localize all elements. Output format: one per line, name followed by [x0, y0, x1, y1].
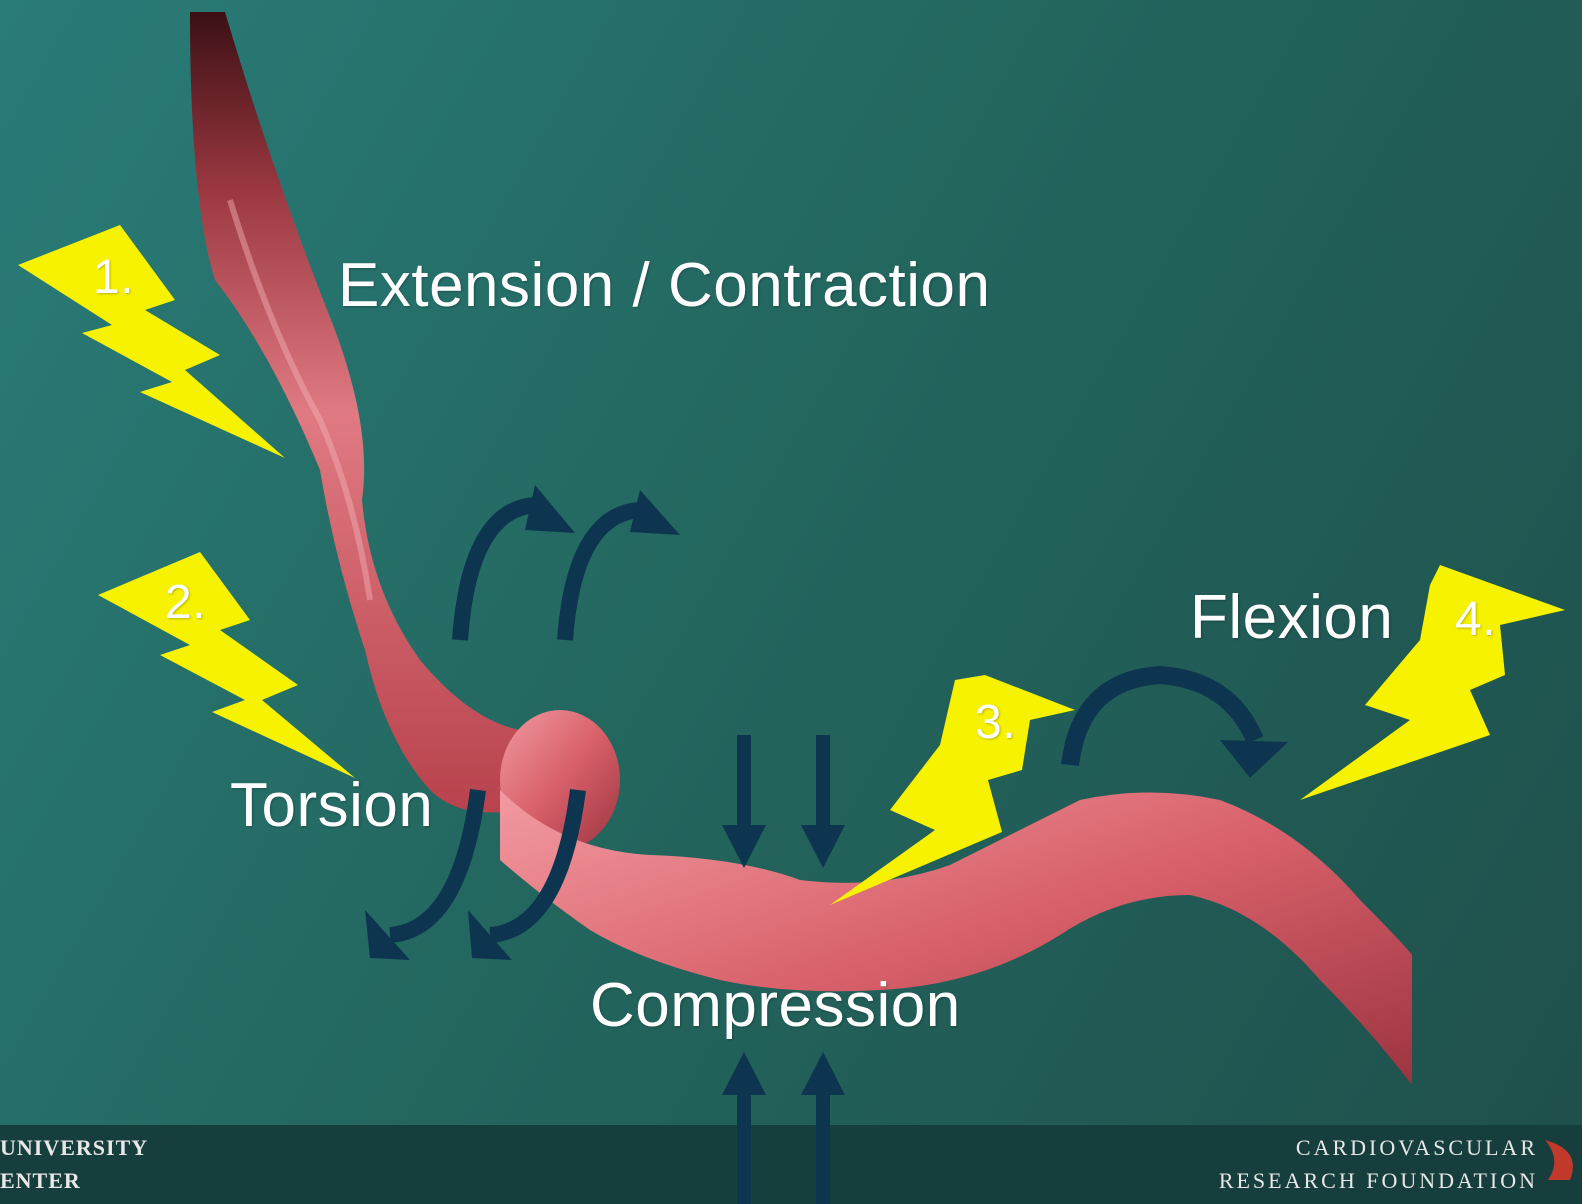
label-torsion: Torsion — [230, 770, 433, 841]
arrow-head-icon — [1220, 740, 1288, 778]
up-arrow-icon — [801, 1052, 845, 1095]
footer-right-line1: CARDIOVASCULAR — [1296, 1135, 1538, 1161]
flexion-arrow-icon — [1070, 675, 1255, 765]
up-arrow-icon — [722, 1052, 766, 1095]
down-arrow-icon — [722, 825, 766, 868]
footer-left-line1: UNIVERSITY — [0, 1135, 148, 1161]
bolt-number-1: 1. — [93, 250, 134, 305]
compression-arrows-up — [722, 1052, 845, 1095]
down-arrow-shaft — [816, 735, 830, 830]
compression-arrows-down — [722, 735, 845, 868]
bolt-number-2: 2. — [165, 575, 206, 630]
bolt-number-3: 3. — [975, 695, 1016, 750]
arrow-head-icon — [630, 490, 680, 535]
lightning-bolt-2-icon — [98, 552, 355, 778]
footer-left-line2: ENTER — [0, 1168, 81, 1194]
down-arrow-icon — [801, 825, 845, 868]
footer-bar: UNIVERSITY ENTER CARDIOVASCULAR RESEARCH… — [0, 1125, 1582, 1204]
label-compression: Compression — [590, 970, 961, 1041]
label-flexion: Flexion — [1190, 582, 1393, 653]
arrow-head-icon — [525, 485, 575, 533]
footer-right-line2: RESEARCH FOUNDATION — [1219, 1168, 1538, 1194]
label-extension-contraction: Extension / Contraction — [338, 250, 991, 321]
bolt-number-4: 4. — [1455, 592, 1496, 647]
down-arrow-shaft — [737, 735, 751, 830]
